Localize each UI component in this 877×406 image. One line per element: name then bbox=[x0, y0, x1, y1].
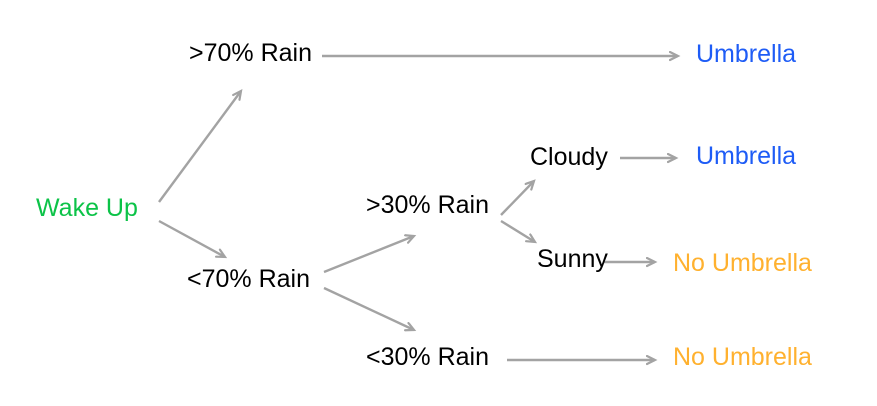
edge-rain-lt-70-to-rain-lt-30 bbox=[323, 286, 414, 330]
edge-wake-up-to-rain-lt-70 bbox=[158, 219, 225, 257]
edge-rain-lt-70-to-rain-gt-30 bbox=[323, 236, 414, 274]
edge-wake-up-to-rain-gt-70 bbox=[158, 91, 241, 203]
node-rain-lt-30: <30% Rain bbox=[366, 343, 489, 371]
node-sunny: Sunny bbox=[537, 245, 608, 273]
node-rain-lt-70: <70% Rain bbox=[187, 265, 310, 293]
edge-rain-gt-30-to-cloudy bbox=[500, 181, 534, 216]
node-umbrella-top: Umbrella bbox=[696, 40, 797, 68]
node-umbrella-mid: Umbrella bbox=[696, 142, 797, 170]
node-rain-gt-70: >70% Rain bbox=[189, 39, 312, 67]
node-no-umbrella-mid: No Umbrella bbox=[673, 249, 812, 277]
node-no-umbrella-bottom: No Umbrella bbox=[673, 343, 812, 371]
node-wake-up: Wake Up bbox=[36, 194, 138, 222]
edge-rain-gt-30-to-sunny bbox=[500, 219, 535, 242]
node-cloudy: Cloudy bbox=[530, 143, 608, 171]
node-rain-gt-30: >30% Rain bbox=[366, 191, 489, 219]
